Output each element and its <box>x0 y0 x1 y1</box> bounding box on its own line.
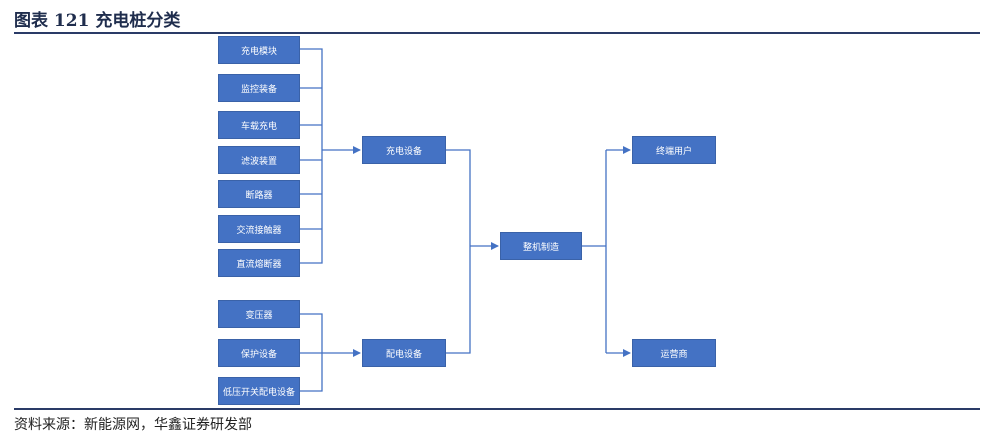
charging-component-box: 监控装备 <box>218 74 300 102</box>
connector-equipment <box>446 149 471 354</box>
box-label: 断路器 <box>245 190 273 201</box>
top-divider <box>14 32 980 34</box>
box-label: 监控装备 <box>240 84 277 95</box>
charging-component-box: 车载充电 <box>218 111 300 139</box>
connector-charging-components <box>300 48 323 264</box>
box-label: 低压开关配电设备 <box>222 387 295 398</box>
power-component-box: 低压开关配电设备 <box>218 377 300 405</box>
power-component-box: 变压器 <box>218 300 300 328</box>
charging-component-box: 直流熔断器 <box>218 249 300 277</box>
source-note: 资料来源：新能源网，华鑫证券研发部 <box>14 417 252 433</box>
charging-component-box: 交流接触器 <box>218 215 300 243</box>
operator-box: 运营商 <box>632 339 716 367</box>
page-title: 图表 121 充电桩分类 <box>14 11 181 31</box>
box-label: 充电模块 <box>240 46 277 57</box>
box-label: 充电设备 <box>385 146 422 157</box>
bottom-divider <box>14 408 980 410</box>
power-equipment-box: 配电设备 <box>362 339 446 367</box>
box-label: 直流熔断器 <box>236 259 282 270</box>
charging-component-box: 滤波装置 <box>218 146 300 174</box>
box-label: 交流接触器 <box>236 225 282 236</box>
end-user-box: 终端用户 <box>632 136 716 164</box>
box-label: 配电设备 <box>385 349 422 360</box>
connector-manufacturing <box>582 150 607 353</box>
box-label: 保护设备 <box>240 349 277 360</box>
power-component-box: 保护设备 <box>218 339 300 367</box>
box-label: 变压器 <box>245 310 273 321</box>
box-label: 车载充电 <box>240 121 277 132</box>
box-label: 终端用户 <box>655 146 692 157</box>
box-label: 运营商 <box>660 349 688 360</box>
charging-equipment-box: 充电设备 <box>362 136 446 164</box>
box-label: 整机制造 <box>522 242 559 253</box>
charging-component-box: 断路器 <box>218 180 300 208</box>
charging-component-box: 充电模块 <box>218 36 300 64</box>
manufacturing-box: 整机制造 <box>500 232 582 260</box>
connector-power-components <box>300 313 323 392</box>
box-label: 滤波装置 <box>240 156 277 167</box>
